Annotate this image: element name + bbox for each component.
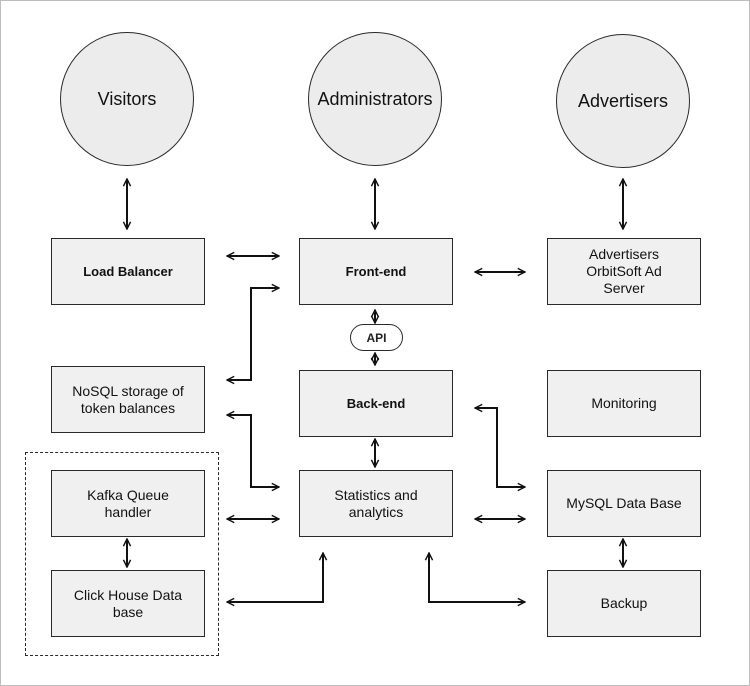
node-statistics: Statistics and analytics [299,470,453,537]
actor-visitors-label: Visitors [97,88,157,109]
node-front-end-label: Front-end [345,264,407,279]
node-kafka-queue: Kafka Queue handler [51,470,205,537]
node-statistics-label: Statistics and analytics [334,486,418,520]
actor-advertisers-label: Advertisers [577,90,669,111]
arrow-stats-backup [429,553,525,602]
arrow-backend-mysql [475,408,525,487]
node-clickhouse-label: Click House Data base [73,586,183,620]
node-nosql-storage-label: NoSQL storage of token balances [72,382,184,416]
arrow-nosql-stats [227,415,279,487]
arrow-frontend-nosql [227,288,279,380]
node-ad-server: Advertisers OrbitSoft Ad Server [547,238,701,305]
arrow-clickhouse-stats [227,553,323,602]
node-monitoring: Monitoring [547,370,701,437]
node-backup: Backup [547,570,701,637]
node-kafka-queue-label: Kafka Queue handler [87,486,169,520]
node-front-end: Front-end [299,238,453,305]
node-back-end-label: Back-end [346,396,406,411]
node-load-balancer-label: Load Balancer [83,264,173,279]
api-label-text: API [366,330,387,345]
node-back-end: Back-end [299,370,453,437]
node-backup-label: Backup [600,595,648,611]
node-nosql-storage: NoSQL storage of token balances [51,366,205,433]
actor-visitors: Visitors [60,32,194,166]
queue-storage-group [25,452,219,656]
node-clickhouse: Click House Data base [51,570,205,637]
node-monitoring-label: Monitoring [591,395,657,411]
node-ad-server-label: Advertisers OrbitSoft Ad Server [586,246,662,296]
node-mysql: MySQL Data Base [547,470,701,537]
node-load-balancer: Load Balancer [51,238,205,305]
node-mysql-label: MySQL Data Base [566,495,682,511]
actor-administrators-label: Administrators [317,88,433,109]
api-label: API [350,324,403,351]
actor-administrators: Administrators [308,32,442,166]
actor-advertisers: Advertisers [556,34,690,168]
